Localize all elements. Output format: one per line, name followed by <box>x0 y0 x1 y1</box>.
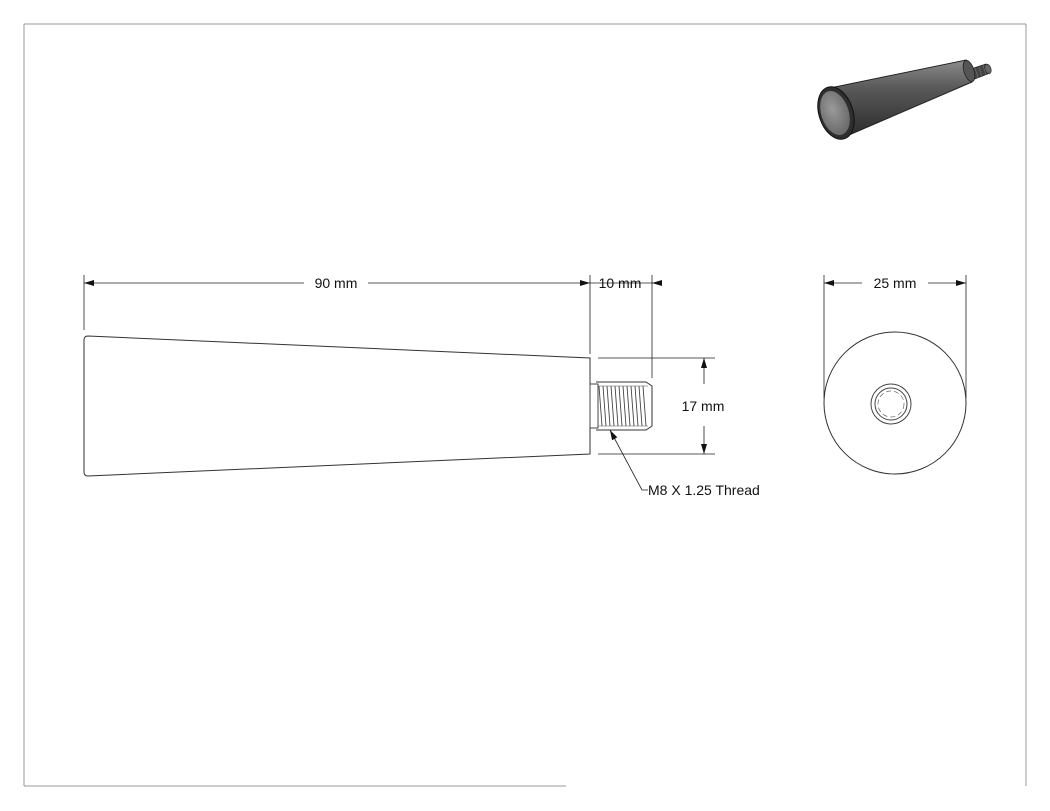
thread-line <box>622 385 627 427</box>
thread-line <box>630 385 635 427</box>
thread-line <box>618 385 623 427</box>
isometric-view <box>817 59 992 140</box>
thread-spec-label: M8 X 1.25 Thread <box>648 482 760 498</box>
thread-length-label: 10 mm <box>599 275 642 291</box>
side-view <box>83 335 653 477</box>
dimension-thread-length: 10 mm <box>590 275 662 378</box>
dimension-end-diameter: 25 mm <box>823 275 967 398</box>
small-diameter-label: 17 mm <box>682 398 725 414</box>
thread-line <box>610 385 615 427</box>
body-length-label: 90 mm <box>315 275 358 291</box>
thread-line <box>634 385 639 427</box>
thread-stud <box>589 381 653 431</box>
thread-line <box>642 385 647 427</box>
end-view <box>823 331 967 475</box>
thread-line <box>638 385 643 427</box>
drawing-frame <box>23 23 1027 787</box>
thread-line <box>614 385 619 427</box>
thread-line <box>606 385 611 427</box>
thread-line <box>626 385 631 427</box>
thread-line <box>598 385 603 427</box>
dimension-body-length: 90 mm <box>83 275 591 354</box>
thread-callout: M8 X 1.25 Thread <box>609 429 760 498</box>
dimension-small-diameter: 17 mm <box>598 357 725 455</box>
thread-line <box>602 385 607 427</box>
end-diameter-label: 25 mm <box>874 275 917 291</box>
